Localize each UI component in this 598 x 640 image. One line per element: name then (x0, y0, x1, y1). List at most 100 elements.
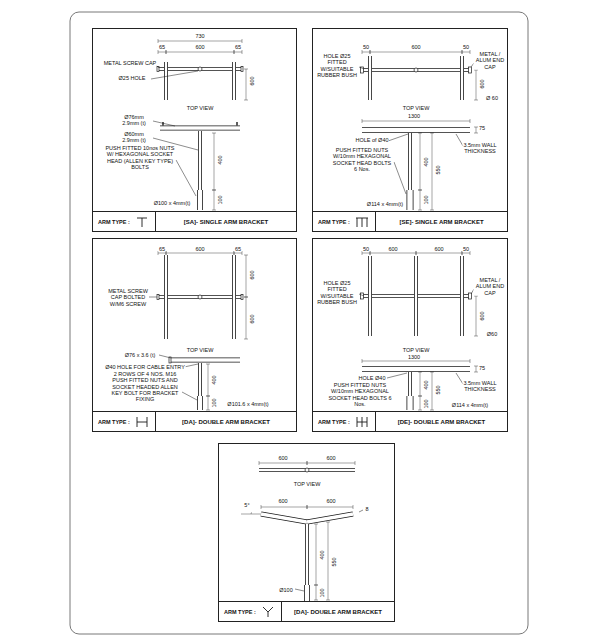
dimension-label: 550 (435, 165, 441, 175)
dimension-line (476, 70, 477, 100)
dimension-tick (242, 251, 243, 255)
dimension-tick (474, 372, 478, 373)
leader-line (359, 67, 364, 69)
dimension-tick (362, 359, 363, 363)
leader-line (149, 297, 157, 298)
dimension-tick (307, 461, 308, 465)
dimension-tick (158, 39, 159, 43)
angle-arc (251, 512, 253, 514)
arm-type-symbol (268, 612, 269, 617)
dimension-tick (244, 339, 248, 340)
dimension-label: Ø114 x 4mm(t) (451, 402, 488, 408)
dimension-tick (314, 585, 318, 586)
note-label: METAL / ALUM END CAP (474, 277, 507, 296)
dimension-label: 400 (211, 375, 217, 385)
dimension-line (476, 366, 477, 372)
dimension-tick (430, 372, 434, 373)
dimension-tick (326, 522, 330, 523)
dimension-label: 65 (234, 246, 241, 252)
dimension-tick (166, 50, 167, 54)
pipe-outline (368, 56, 372, 100)
pipe-outline (368, 256, 372, 336)
pipe-bore (259, 469, 355, 471)
arm-type-symbol (362, 218, 363, 227)
dimension-label: 600 (411, 44, 421, 50)
dimension-line (307, 507, 353, 508)
dimension-label: TOP VIEW (186, 347, 214, 353)
dimension-line (158, 52, 166, 53)
title-strip: ARM TYPE :[SE]- SINGLE ARM BRACKET (313, 211, 507, 231)
dimension-tick (470, 359, 471, 363)
bracket-caption: [SA]- SINGLE ARM BRACKET (184, 219, 268, 225)
pipe-outline (198, 363, 202, 396)
dimension-label: Ø25 HOLE (118, 75, 146, 81)
pipe-outline (162, 122, 164, 126)
pipe-outline (170, 358, 240, 363)
caption-cell: [DE]- DOUBLE ARM BRACKET (375, 412, 507, 431)
leader-line (151, 71, 198, 79)
pipe-outline (259, 468, 355, 472)
bracket-caption: [SE]- SINGLE ARM BRACKET (399, 219, 483, 225)
sheet-border (70, 12, 528, 634)
dimension-label: 50 (462, 246, 469, 252)
pipe-outline (158, 67, 242, 71)
arm-type-symbol (142, 218, 143, 227)
dimension-tick (212, 133, 216, 134)
note-label: 3.5mm WALL THICKNESS (463, 380, 498, 393)
note-label: Ø60mm 2.9mm (t) (116, 131, 153, 144)
pipe-outline (407, 396, 414, 410)
dimension-tick (470, 50, 471, 54)
dimension-tick (474, 336, 478, 337)
dimension-line (214, 190, 215, 210)
dimension-line (261, 507, 307, 508)
dimension-label: TOP VIEW (402, 347, 430, 353)
arm-type-symbol (357, 218, 358, 227)
dimension-label: Ø76 x 3.6 (t) (124, 352, 156, 358)
note-label: 3.5mm WALL THICKNESS (463, 142, 498, 155)
dimension-tick (244, 100, 248, 101)
end-cap (469, 67, 472, 73)
pipe-outline (408, 372, 412, 396)
dimension-tick (470, 119, 471, 123)
dimension-line (158, 41, 242, 42)
pipe-outline (232, 255, 236, 339)
bracket-caption: [DA]- DOUBLE ARM BRACKET (182, 419, 270, 425)
dimension-tick (242, 39, 243, 43)
pipe-outline (158, 295, 242, 299)
pipe-bore (261, 514, 307, 522)
dimension-tick (244, 255, 248, 256)
dimension-line (370, 253, 416, 254)
dimension-tick (166, 251, 167, 255)
pipe-bore (461, 256, 463, 336)
pipe-outline (305, 524, 309, 585)
dimension-tick (362, 119, 363, 123)
note-label: METAL SCREW CAP BOLTED W/M6 SCREW (108, 288, 149, 307)
dimension-tick (418, 190, 422, 191)
dimension-tick (474, 133, 478, 134)
pipe-bore (163, 122, 164, 126)
dimension-tick (206, 396, 210, 397)
dimension-label: 550 (435, 385, 441, 395)
dimension-line (462, 253, 470, 254)
dimension-label: 75 (478, 125, 485, 131)
dimension-label: 50 (462, 44, 469, 50)
dimension-tick (474, 70, 478, 71)
dimension-line (246, 255, 247, 297)
dimension-tick (362, 50, 363, 54)
leader-line (159, 355, 171, 358)
dimension-line (166, 52, 234, 53)
hole-circle (305, 468, 309, 472)
dimension-label: Ø100 x 4mm(t) (153, 200, 191, 206)
pipe-outline (362, 68, 470, 72)
drawing-panel: ARM TYPE :[DA]- DOUBLE ARM BRACKET (218, 443, 395, 622)
dimension-tick (462, 50, 463, 54)
dimension-line (420, 372, 421, 396)
pipe-outline (232, 62, 236, 100)
pipe-bore (199, 363, 201, 396)
dimension-label: 600 (249, 270, 255, 280)
dimension-label: 400 (423, 380, 429, 390)
dimension-tick (418, 396, 422, 397)
dimension-tick (470, 251, 471, 255)
pipe-outline (197, 396, 203, 410)
pipe-bore (306, 524, 308, 585)
